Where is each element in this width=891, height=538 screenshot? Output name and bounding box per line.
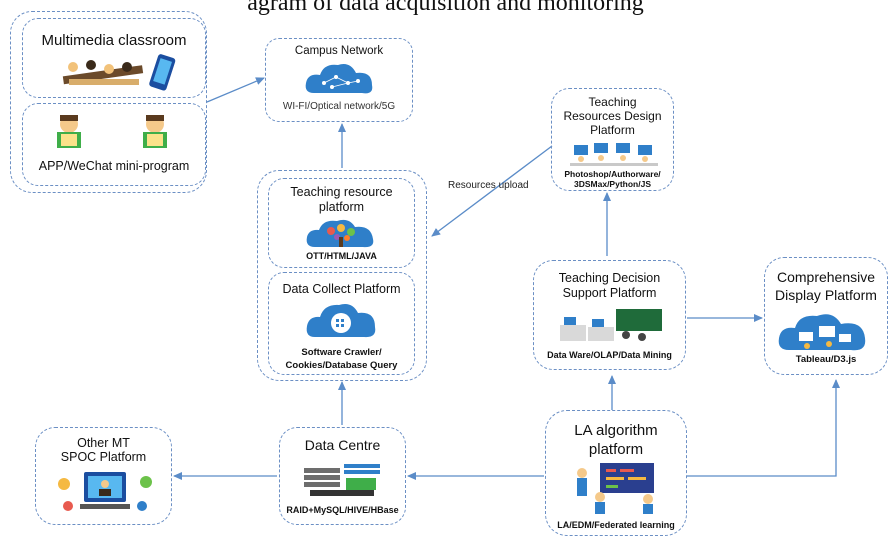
data-centre-node: Data Centre RAID+MySQL/HIVE/HBase [279,427,406,525]
online-learning-illustration [58,472,152,511]
data-collect-title: Data Collect Platform [282,282,401,296]
analytics-people-illustration [577,463,654,514]
resource-tree-cloud-icon [306,219,374,248]
app-wechat-node: APP/WeChat mini-program [22,103,206,186]
multimedia-classroom-node: Multimedia classroom [22,18,206,98]
multimedia-classroom-title: Multimedia classroom [41,32,187,49]
resource-platform-group [257,170,427,381]
teaching-resource-node: Teaching resource platform OTT/HTML/JAVA [268,178,415,268]
data-collect-cloud-icon [306,304,376,338]
classroom-group [10,11,207,193]
campus-network-sub: WI-FI/Optical network/5G [282,101,396,112]
spoc-platform-node: Other MT SPOC Platform [35,427,172,525]
display-platform-node: Comprehensive Display Platform Tableau/D… [764,257,888,375]
teaching-resource-sub: OTT/HTML/JAVA [306,251,377,261]
la-algorithm-title: LA algorithm platform [574,422,658,458]
design-platform-node: Teaching Resources Design Platform Photo… [551,88,674,191]
teaching-resource-title: Teaching resource platform [290,185,393,214]
server-stack-illustration [304,464,380,496]
design-platform-sub: Photoshop/Authorware/ 3DSMax/Python/JS [564,169,661,189]
la-algorithm-node: LA algorithm platform LA/EDM/Federated l… [545,410,687,536]
header-fragment: agram of data acquisition and monitoring [247,0,644,16]
spoc-platform-title: Other MT SPOC Platform [60,436,147,464]
la-algorithm-sub: LA/EDM/Federated learning [557,520,675,530]
computer-lab-illustration [560,309,662,341]
campus-network-title: Campus Network [294,45,384,57]
classroom-illustration [62,54,176,91]
design-team-illustration [570,143,658,166]
display-platform-title: Comprehensive Display Platform [775,269,877,303]
display-cloud-icon [778,314,866,351]
decision-support-node: Teaching Decision Support Platform Data … [533,260,686,370]
decision-support-sub: Data Ware/OLAP/Data Mining [547,350,672,360]
data-collect-sub: Software Crawler/ Cookies/Database Query [285,347,398,371]
data-centre-title: Data Centre [304,437,381,453]
edge-classroom-to-campus [206,77,265,103]
display-platform-sub: Tableau/D3.js [795,354,857,365]
students-reading-illustration [57,115,167,148]
edge-la-to-display [687,379,840,477]
resources-upload-label: Resources upload [448,180,529,191]
data-collect-node: Data Collect Platform Software Crawler/ … [268,272,415,375]
campus-network-node: Campus Network WI-FI/Optical network/5G [265,38,413,122]
design-platform-title: Teaching Resources Design Platform [563,95,662,137]
decision-support-title: Teaching Decision Support Platform [558,271,661,300]
data-centre-sub: RAID+MySQL/HIVE/HBase [286,505,399,515]
network-cloud-icon [305,64,373,94]
app-wechat-title: APP/WeChat mini-program [38,159,190,173]
edge-resources-upload [431,145,553,237]
